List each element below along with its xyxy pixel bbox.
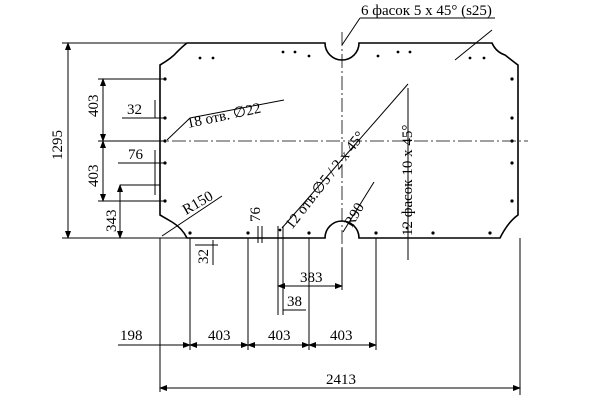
holes-top-row bbox=[198, 50, 486, 60]
label-chamfers-side: 12 фасок 10 x 45° bbox=[400, 125, 416, 236]
dim-76-left: 76 bbox=[128, 147, 144, 163]
dim-343: 343 bbox=[104, 210, 120, 233]
dim-403-upper: 403 bbox=[86, 95, 102, 118]
dim-32-left: 32 bbox=[127, 102, 142, 118]
dim-76-bottom: 76 bbox=[248, 207, 264, 223]
dim-403-chain-2: 403 bbox=[268, 328, 291, 344]
dim-2413: 2413 bbox=[326, 372, 356, 388]
dim-198: 198 bbox=[120, 328, 143, 344]
table-outline bbox=[159, 42, 519, 239]
label-r90: R90 bbox=[342, 200, 368, 230]
holes-left-column bbox=[163, 77, 167, 203]
label-holes-18: 18 отв. ∅22 bbox=[186, 101, 263, 132]
holes-right-column bbox=[510, 77, 514, 203]
label-r150: R150 bbox=[180, 188, 216, 218]
dim-383: 383 bbox=[300, 270, 323, 286]
dim-38: 38 bbox=[287, 294, 302, 310]
dim-1295: 1295 bbox=[50, 130, 66, 160]
label-chamfers-top: 6 фасок 5 x 45° (s25) bbox=[361, 3, 492, 19]
dim-32-bottom: 32 bbox=[196, 249, 212, 264]
dim-403-chain-3: 403 bbox=[330, 328, 353, 344]
dim-403-chain-1: 403 bbox=[208, 328, 231, 344]
dim-403-lower: 403 bbox=[86, 165, 102, 188]
holes-bottom-row bbox=[188, 226, 492, 235]
